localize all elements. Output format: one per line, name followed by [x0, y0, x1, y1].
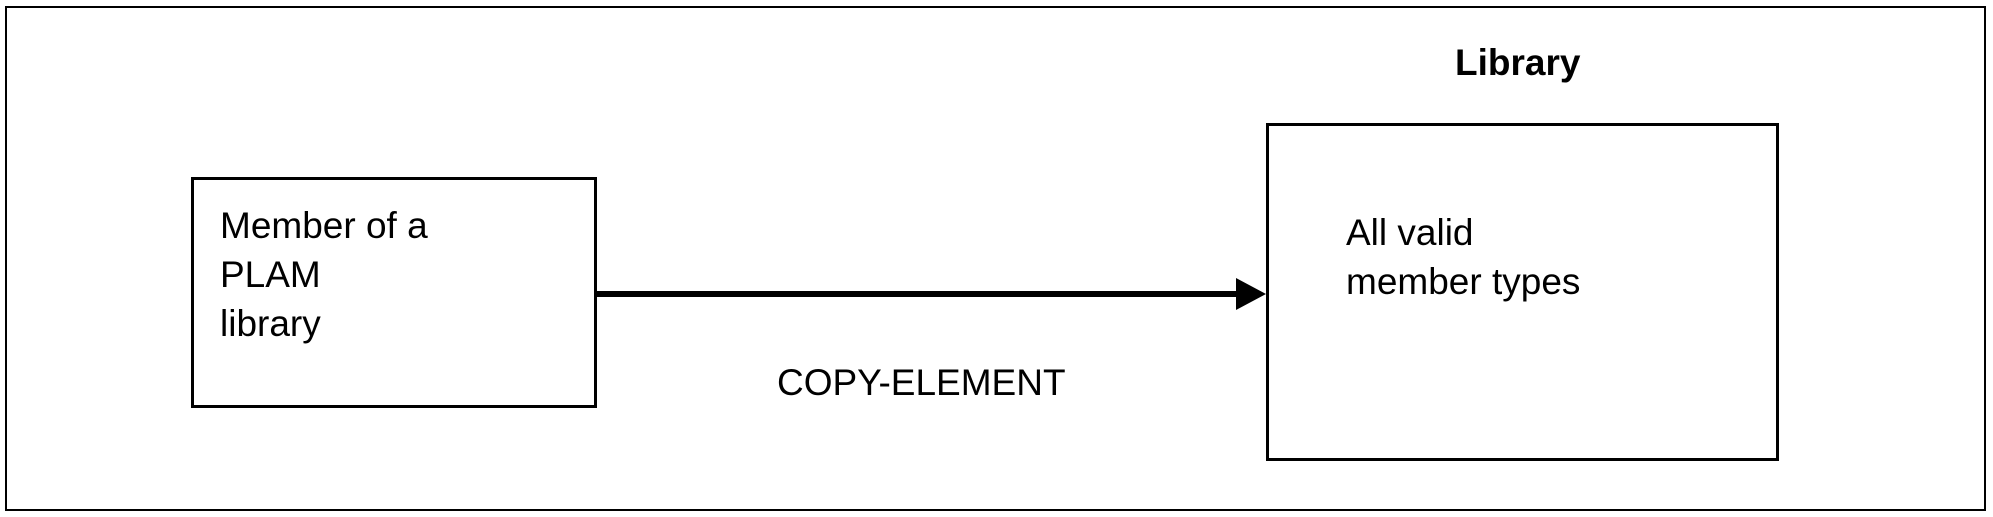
target-line-1: All valid	[1346, 212, 1474, 253]
copy-element-label: COPY-ELEMENT	[777, 362, 1066, 403]
library-box: All valid member types	[1266, 123, 1779, 461]
diagram-frame	[5, 6, 1986, 511]
source-line-1: Member of a	[220, 205, 428, 246]
source-member-box: Member of a PLAM library	[191, 177, 597, 408]
source-member-text: Member of a PLAM library	[220, 201, 428, 348]
target-line-2: member types	[1346, 261, 1581, 302]
library-box-text: All valid member types	[1346, 208, 1580, 306]
source-line-2: PLAM	[220, 254, 321, 295]
library-title: Library	[1455, 42, 1581, 83]
source-line-3: library	[220, 303, 321, 344]
